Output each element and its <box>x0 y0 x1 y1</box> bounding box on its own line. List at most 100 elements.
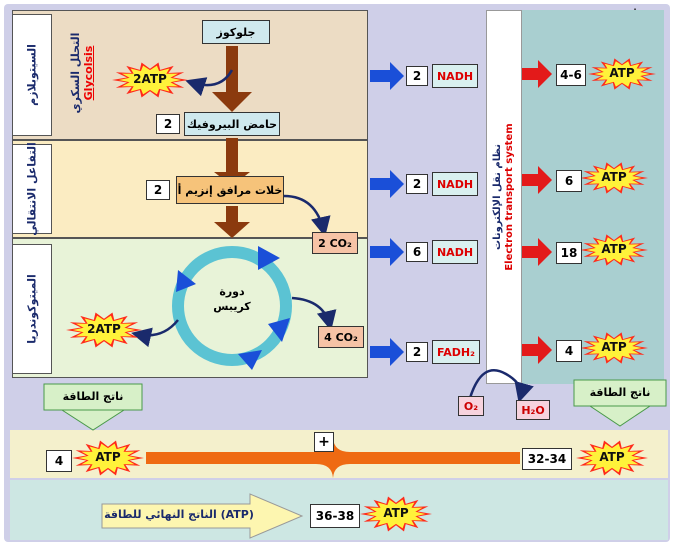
energy-output-label-left: ناتج الطاقة <box>62 390 124 403</box>
krebs-atp-burst <box>72 315 136 345</box>
krebs-co2-arrow <box>291 296 337 331</box>
carrier-count-value-3: 6 <box>412 245 422 259</box>
acetyl-coa-label: خلات مرافق إنزيم أ <box>177 183 283 197</box>
krebs-co2-label: 4 CO₂ <box>324 330 358 344</box>
krebs-cycle-ring <box>172 246 292 366</box>
energy-output-label-right: ناتج الطاقة <box>589 386 651 399</box>
o2-label: O₂ <box>463 399 479 413</box>
final-count: 36-38 <box>310 504 360 528</box>
krebs-co2-box: 4 CO₂ <box>318 326 364 348</box>
krebs-label-line-2: كريبس <box>213 300 251 313</box>
etc-atp-burst-2 <box>586 165 642 191</box>
carrier-arrow-4 <box>370 338 404 366</box>
etc-atp-burst-4 <box>586 335 642 361</box>
final-output-label: الناتج النهائي للطاقة (ATP) <box>104 508 254 521</box>
plus-sign: + <box>318 434 330 450</box>
carrier-label-3: NADH <box>432 240 478 264</box>
sum-left-atp-burst-label: ATP <box>95 450 121 464</box>
acetyl-count: 2 <box>146 180 170 200</box>
etc-title-bar: نظام نقل الإلكترونات Electron transport … <box>486 10 522 384</box>
final-atp-burst-label: ATP <box>383 506 409 520</box>
glucose-box: جلوكوز <box>202 20 270 44</box>
link-co2-label: 2 CO₂ <box>318 236 352 250</box>
carrier-count-2: 2 <box>406 174 428 194</box>
link-co2-arrow <box>283 194 331 237</box>
carrier-label-text-1: NADH <box>436 69 474 83</box>
krebs-arrow-head-4 <box>176 270 196 292</box>
h2o-box: H₂O <box>516 400 550 420</box>
krebs-arrow-head-1 <box>258 246 280 270</box>
krebs-panel <box>12 238 368 378</box>
etc-output-count-value-2: 6 <box>564 174 574 188</box>
krebs-label-line-1: دورة <box>219 285 245 298</box>
krebs-arrow-head-2 <box>268 318 290 342</box>
acetyl-count-value: 2 <box>153 183 163 197</box>
pyruvate-count-value: 2 <box>163 117 173 131</box>
link-co2-box: 2 CO₂ <box>312 232 358 254</box>
etc-atp-burst-1 <box>594 61 650 87</box>
final-output-arrow <box>101 493 304 539</box>
acetyl-coa-box: خلات مرافق إنزيم أ <box>176 176 284 204</box>
etc-output-arrow-2 <box>522 166 552 194</box>
carrier-arrow-3 <box>370 238 404 266</box>
pyruvate-label: حامض البيروفيك <box>186 117 278 131</box>
energy-output-arrow-right <box>573 379 667 427</box>
sum-right-atp-burst-label: ATP <box>599 450 625 464</box>
h2o-label: H₂O <box>521 403 545 417</box>
sum-brace <box>146 438 520 478</box>
energy-output-arrow-left <box>43 383 143 431</box>
carrier-arrow-2 <box>370 170 404 198</box>
etc-output-arrow-1 <box>522 60 552 88</box>
sum-right-atp-burst <box>582 443 642 473</box>
carrier-count-3: 6 <box>406 242 428 262</box>
etc-atp-burst-3-label: ATP <box>601 242 627 256</box>
carrier-label-1: NADH <box>432 64 478 88</box>
etc-output-count-2: 6 <box>556 170 582 192</box>
etc-output-count-3: 18 <box>556 242 582 264</box>
etc-output-count-value-4: 4 <box>564 344 574 358</box>
o2-to-h2o-arrow <box>468 369 534 403</box>
cytoplasm-label-box: السيتوبلازم <box>12 14 52 136</box>
glycolysis-atp-arrow <box>185 69 234 97</box>
carrier-count-value-1: 2 <box>412 69 422 83</box>
sum-right-count-value: 32-34 <box>527 452 567 466</box>
etc-atp-burst-1-label: ATP <box>609 66 635 80</box>
plus-sign-box: + <box>314 432 334 452</box>
carrier-arrow-1 <box>370 62 404 90</box>
krebs-arrow-head-3 <box>238 350 262 370</box>
pyruvate-box: حامض البيروفيك <box>184 112 280 136</box>
etc-atp-burst-2-label: ATP <box>601 170 627 184</box>
carrier-count-4: 2 <box>406 342 428 362</box>
final-count-value: 36-38 <box>315 509 355 523</box>
carrier-label-2: NADH <box>432 172 478 196</box>
etc-output-count-value-3: 18 <box>560 246 578 260</box>
sum-left-count-value: 4 <box>54 454 64 468</box>
mitochondria-label-box: الميتوكوندريا <box>12 244 52 374</box>
etc-output-arrow-4 <box>522 336 552 364</box>
glycolysis-atp-burst-label: 2ATP <box>133 72 167 86</box>
etc-atp-burst-3 <box>586 237 642 263</box>
sum-left-count: 4 <box>46 450 72 472</box>
glucose-label: جلوكوز <box>216 25 256 39</box>
carrier-label-text-2: NADH <box>436 177 474 191</box>
final-atp-burst <box>366 499 426 529</box>
carrier-count-1: 2 <box>406 66 428 86</box>
carrier-label-4: FADH₂ <box>432 340 480 364</box>
carrier-count-value-4: 2 <box>412 345 422 359</box>
etc-output-count-value-1: 4-6 <box>560 68 582 82</box>
etc-output-count-1: 4-6 <box>556 64 586 86</box>
etc-output-arrow-3 <box>522 238 552 266</box>
krebs-atp-burst-label: 2ATP <box>87 322 121 336</box>
glycolysis-atp-burst <box>118 65 182 95</box>
carrier-label-text-4: FADH₂ <box>437 345 475 359</box>
krebs-atp-arrow <box>131 319 179 348</box>
etc-output-count-4: 4 <box>556 340 582 362</box>
link-reaction-label-box: التفاعل الانتقالي <box>12 142 52 236</box>
etc-atp-burst-4-label: ATP <box>601 340 627 354</box>
o2-box: O₂ <box>458 396 484 416</box>
carrier-count-value-2: 2 <box>412 177 422 191</box>
carrier-label-text-3: NADH <box>436 245 474 259</box>
sum-right-count: 32-34 <box>522 448 572 470</box>
krebs-cycle-label: دورة كريبس <box>204 284 260 314</box>
